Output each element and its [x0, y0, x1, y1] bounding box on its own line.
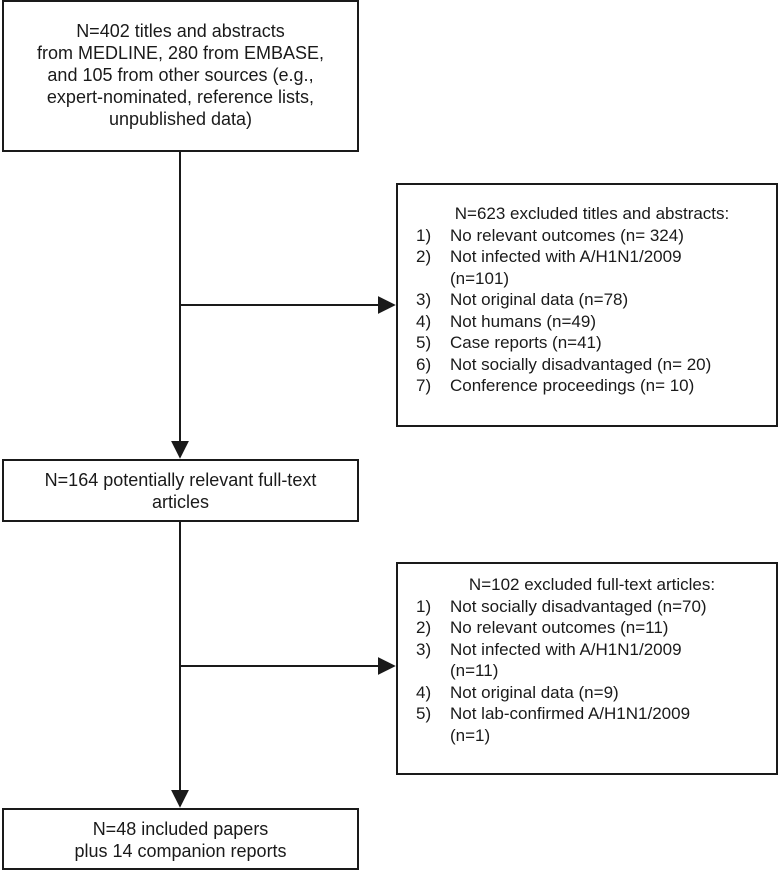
list-item-number: [416, 725, 450, 747]
list-item-number: 1): [416, 225, 432, 245]
list-item-text: (n=11): [450, 661, 499, 680]
box-excluded-titles-abstracts: N=623 excluded titles and abstracts: 1) N…: [396, 183, 778, 427]
list-item: 2) No relevant outcomes (n=11): [416, 617, 768, 639]
list-item-text: Not socially disadvantaged (n= 20): [450, 354, 712, 374]
list-item-number: [416, 268, 450, 290]
list-item-number: 6): [416, 354, 432, 374]
list-item-number: 5): [416, 333, 432, 352]
box-initial-records: N=402 titles and abstracts from MEDLINE,…: [2, 0, 359, 152]
list-item-text: Not socially disadvantaged (n=70): [450, 596, 707, 616]
box-included-papers: N=48 included papers plus 14 companion r…: [2, 808, 359, 870]
list-item-number: 1): [416, 596, 432, 616]
list-item-text: Not original data (n=78): [450, 290, 629, 309]
list-item: 6) Not socially disadvantaged (n= 20): [416, 354, 768, 376]
list-item-text: Not lab-confirmed A/H1N1/2009: [450, 704, 691, 723]
list-item-number: 4): [416, 311, 432, 331]
list-item-text: Case reports (n=41): [450, 333, 602, 352]
box-initial-line-5: unpublished data): [108, 109, 253, 129]
list-item-text: Not original data (n=9): [450, 682, 619, 702]
box-middle-line-1: N=164 potentially relevant full-text: [44, 470, 317, 490]
list-item: 1) No relevant outcomes (n= 324): [416, 225, 768, 247]
list-item: 3) Not infected with A/H1N1/2009: [416, 639, 768, 661]
list-item: (n=11): [416, 660, 768, 682]
list-item-number: 3): [416, 290, 432, 309]
box-excluded-full-text: N=102 excluded full-text articles: 1) Not…: [396, 562, 778, 775]
box-middle-line-2: articles: [151, 492, 209, 512]
list-item: 4) Not original data (n=9): [416, 682, 768, 704]
box-initial-line-1: N=402 titles and abstracts: [76, 21, 285, 41]
list-item: 5) Not lab-confirmed A/H1N1/2009: [416, 703, 768, 725]
box-initial-line-2: from MEDLINE, 280 from EMBASE,: [36, 43, 325, 63]
list-item-number: [416, 660, 450, 682]
list-item-text: No relevant outcomes (n=11): [450, 618, 669, 637]
list-item: 3) Not original data (n=78): [416, 289, 768, 311]
list-item: 7) Conference proceedings (n= 10): [416, 375, 768, 397]
list-item: (n=1): [416, 725, 768, 747]
box-initial-line-3: and 105 from other sources (e.g.,: [47, 65, 314, 85]
list-item-text: Not infected with A/H1N1/2009: [450, 247, 682, 266]
list-item-number: 7): [416, 376, 432, 395]
list-item: 4) Not humans (n=49): [416, 311, 768, 333]
list-item-number: 5): [416, 704, 432, 723]
list-item-text: No relevant outcomes (n= 324): [450, 225, 684, 245]
list-item-text: (n=101): [450, 268, 510, 288]
list-item-number: 2): [416, 618, 432, 637]
list-item: 2) Not infected with A/H1N1/2009: [416, 246, 768, 268]
box-bottom-line-2: plus 14 companion reports: [74, 841, 287, 861]
list-item-text: (n=1): [450, 725, 491, 745]
excluded-titles-header: N=623 excluded titles and abstracts:: [454, 204, 730, 223]
list-item-text: Conference proceedings (n= 10): [450, 376, 695, 395]
list-item: 5) Case reports (n=41): [416, 332, 768, 354]
list-item-number: 4): [416, 682, 432, 702]
list-item-text: Not infected with A/H1N1/2009: [450, 639, 682, 659]
box-bottom-line-1: N=48 included papers: [92, 819, 269, 839]
list-item: (n=101): [416, 268, 768, 290]
list-item-number: 3): [416, 639, 432, 659]
excluded-full-text-header: N=102 excluded full-text articles:: [468, 575, 716, 594]
list-item: 1) Not socially disadvantaged (n=70): [416, 596, 768, 618]
list-item-number: 2): [416, 247, 432, 266]
box-initial-line-4: expert-nominated, reference lists,: [46, 87, 315, 107]
list-item-text: Not humans (n=49): [450, 311, 596, 331]
box-full-text-articles: N=164 potentially relevant full-text art…: [2, 459, 359, 522]
